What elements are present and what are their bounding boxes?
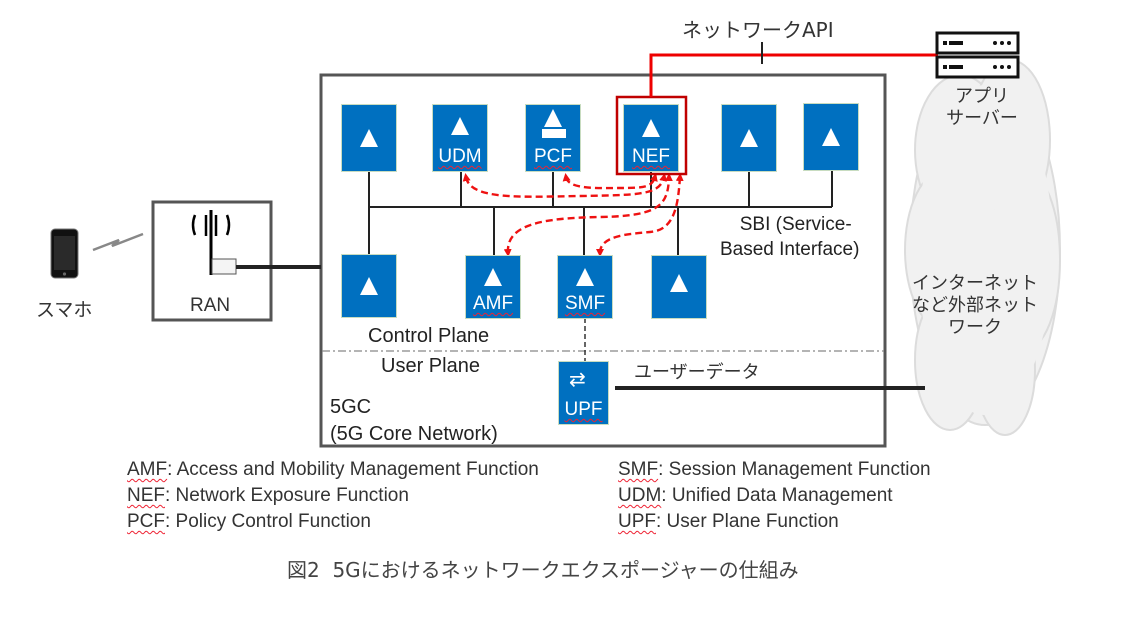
legend-right: SMF: Session Management Function UDM: Un… xyxy=(618,457,931,535)
legend-desc: : Network Exposure Function xyxy=(165,485,409,506)
legend-abbr: UDM xyxy=(618,485,662,506)
network-api-label: ネットワークAPI xyxy=(682,18,834,42)
legend-desc: : Policy Control Function xyxy=(165,511,371,532)
antenna-icon xyxy=(191,210,237,275)
legend-item-amf: AMF: Access and Mobility Management Func… xyxy=(127,457,539,483)
sbi-label: SBI (Service- Based Interface) xyxy=(720,212,859,262)
legend-abbr: PCF xyxy=(127,511,165,532)
core-label-line2: (5G Core Network) xyxy=(330,423,498,445)
user-plane-label: User Plane xyxy=(381,355,480,377)
nf-box-unnamed-4[interactable] xyxy=(341,254,397,318)
nf-icon xyxy=(670,274,688,292)
network-api-line xyxy=(649,53,938,97)
legend-left: AMF: Access and Mobility Management Func… xyxy=(127,457,539,535)
external-network-label: インターネット など外部ネット ワーク xyxy=(895,273,1055,339)
nf-box-upf[interactable]: ⇄ UPF xyxy=(558,361,609,425)
legend-desc: : User Plane Function xyxy=(656,511,839,532)
core-label-line1: 5GC xyxy=(330,396,372,418)
nf-label-pcf: PCF xyxy=(534,146,572,167)
legend-item-upf: UPF: User Plane Function xyxy=(618,509,931,535)
figure-caption: 図2 5Gにおけるネットワークエクスポージャーの仕組み xyxy=(287,558,799,582)
sbi-label-line1: SBI (Service- xyxy=(739,214,852,235)
app-server-label-line1: アプリ xyxy=(955,86,1009,107)
nf-icon xyxy=(484,268,502,286)
nf-label-amf: AMF xyxy=(472,293,514,314)
external-network-label-line1: インターネット xyxy=(912,273,1038,294)
legend-desc: : Session Management Function xyxy=(658,459,931,480)
nf-label-upf: UPF xyxy=(564,399,603,420)
legend-abbr: UPF xyxy=(618,511,656,532)
external-network-cloud xyxy=(904,59,1061,436)
nef-interaction-arrows xyxy=(462,173,684,257)
arrow-nef-pcf xyxy=(562,173,658,190)
external-network-label-line2: など外部ネット xyxy=(912,295,1038,316)
nf-bar-icon xyxy=(542,129,566,138)
nf-box-unnamed-1[interactable] xyxy=(341,104,397,172)
legend-abbr: NEF xyxy=(127,485,165,506)
smartphone-label: スマホ xyxy=(36,299,93,321)
control-plane-label: Control Plane xyxy=(368,325,490,347)
nf-icon xyxy=(544,109,562,127)
external-network-label-line3: ワーク xyxy=(948,317,1002,338)
nf-label-smf: SMF xyxy=(564,293,606,314)
nf-box-unnamed-2[interactable] xyxy=(721,104,777,172)
radio-link-icon xyxy=(92,232,144,252)
core-network-box xyxy=(319,73,887,448)
sbi-label-line2: Based Interface) xyxy=(720,239,860,260)
user-data-label: ユーザーデータ xyxy=(634,362,760,383)
nf-box-pcf[interactable]: PCF xyxy=(525,104,581,172)
app-server-label: アプリ サーバー xyxy=(932,86,1032,130)
nf-icon xyxy=(822,128,840,146)
ran-label: RAN xyxy=(190,295,231,316)
nf-icon xyxy=(740,129,758,147)
arrow-nef-smf xyxy=(596,173,684,257)
nf-icon xyxy=(360,129,378,147)
nf-label-udm: UDM xyxy=(438,146,482,167)
bidirectional-arrows-icon: ⇄ xyxy=(569,367,586,391)
legend-item-smf: SMF: Session Management Function xyxy=(618,457,931,483)
legend-item-pcf: PCF: Policy Control Function xyxy=(127,509,539,535)
legend-abbr: SMF xyxy=(618,459,659,480)
legend-abbr: AMF xyxy=(127,459,168,480)
nf-box-smf[interactable]: SMF xyxy=(557,255,613,319)
nf-box-unnamed-3[interactable] xyxy=(803,103,859,171)
legend-item-udm: UDM: Unified Data Management xyxy=(618,483,931,509)
nf-box-unnamed-5[interactable] xyxy=(651,255,707,319)
app-server-icon xyxy=(935,31,1020,79)
app-server-label-line2: サーバー xyxy=(946,108,1018,129)
legend-desc: : Access and Mobility Management Functio… xyxy=(167,459,539,480)
nf-box-amf[interactable]: AMF xyxy=(465,255,521,319)
core-network-label: 5GC (5G Core Network) xyxy=(330,394,498,448)
legend-desc: : Unified Data Management xyxy=(661,485,893,506)
nf-box-nef[interactable]: NEF xyxy=(623,104,679,172)
nf-icon xyxy=(576,268,594,286)
legend-item-nef: NEF: Network Exposure Function xyxy=(127,483,539,509)
nf-box-udm[interactable]: UDM xyxy=(432,104,488,172)
nf-icon xyxy=(360,277,378,295)
smartphone-icon xyxy=(50,228,79,279)
nf-icon xyxy=(642,119,660,137)
nf-icon xyxy=(451,117,469,135)
nf-label-nef: NEF xyxy=(632,146,670,167)
